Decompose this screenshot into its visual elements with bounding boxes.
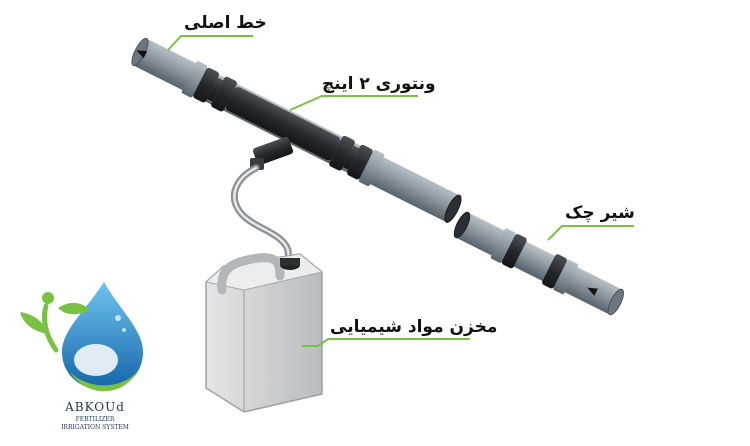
suction-hose-highlight (233, 166, 291, 264)
drop-inner-highlight (74, 344, 118, 376)
leader-main-line (167, 35, 253, 51)
label-chemical-tank: مخزن مواد شیمیایی (330, 317, 498, 337)
chemical-tank (204, 253, 324, 413)
pipe-open-end (444, 194, 462, 223)
leader-chemical-tank (302, 338, 470, 347)
pipe-coupling-ring (553, 259, 579, 295)
pipe-inlet-end (607, 288, 624, 316)
check-valve-body (515, 243, 554, 280)
union-nut (342, 145, 360, 170)
label-main-line: خط اصلی (184, 13, 267, 33)
suction-fitting (252, 136, 294, 166)
label-check-valve: شیر چک (565, 203, 635, 223)
figure-body-icon (41, 303, 59, 353)
union-nut (211, 76, 237, 112)
lower-pipe-assembly (453, 211, 624, 316)
abkoud-logo (20, 282, 143, 392)
leaf-right-icon (58, 302, 90, 315)
water-bubble-icon (122, 328, 126, 332)
union-nut (329, 135, 355, 171)
logo-subtitle-line2: IRRIGATION SYSTEM (61, 424, 129, 431)
upper-pipe-assembly (131, 37, 462, 223)
tank-handle (217, 253, 285, 295)
pipe-coupling-ring (490, 228, 516, 263)
logo-subtitle-line1: FERTILIZER (75, 416, 115, 423)
tank-cap-side (280, 258, 300, 266)
water-bubble-icon (115, 315, 121, 321)
check-valve-nut (542, 254, 567, 289)
leader-check-valve (547, 225, 634, 241)
pipe-coupling-ring (358, 149, 385, 187)
venturi-body (225, 86, 341, 161)
flow-arrow-inlet-icon (587, 287, 598, 296)
flow-arrow-outlet-icon (136, 50, 148, 59)
figure-head-icon (42, 292, 54, 304)
pipe-open-end (453, 211, 471, 239)
logo-name: ABKOUd (65, 400, 125, 414)
union-nut (193, 67, 220, 103)
leader-venturi (289, 95, 418, 111)
pipe-coupling-ring (181, 61, 208, 98)
union-nut (347, 144, 373, 180)
check-valve-nut (501, 234, 527, 269)
union-nut (207, 77, 224, 102)
leaf-swoosh-icon (70, 370, 138, 392)
leaf-left-icon (20, 312, 48, 334)
label-venturi: ونتوری ۲ اینچ (322, 74, 436, 94)
